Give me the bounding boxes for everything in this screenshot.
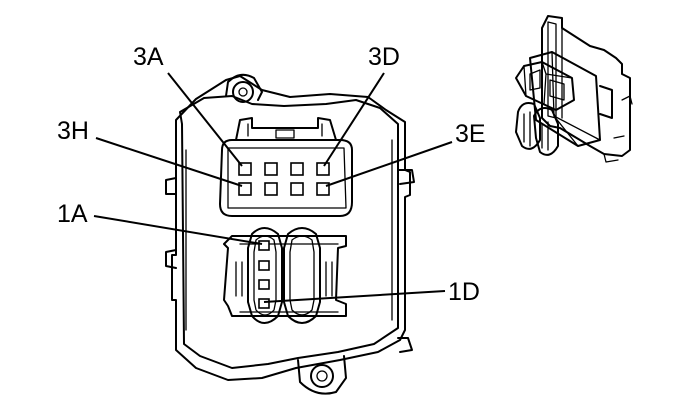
pin-3g xyxy=(264,182,278,196)
main-connector-housing xyxy=(165,73,415,395)
pin-1d xyxy=(258,298,270,309)
inset-connector-3d-view xyxy=(515,15,633,163)
pin-1a xyxy=(258,240,270,251)
label-3e: 3E xyxy=(455,120,486,148)
leader-1a xyxy=(93,215,263,245)
pin-labels: 3A 3D 3H 3E 1A 1D xyxy=(57,43,486,306)
pin-3c xyxy=(290,162,304,176)
leader-1d xyxy=(263,290,446,303)
label-3h: 3H xyxy=(57,117,89,145)
leader-3d xyxy=(323,72,385,167)
label-1d: 1D xyxy=(448,278,480,306)
pin-3b xyxy=(264,162,278,176)
upper-8-pin-cavity xyxy=(219,117,353,217)
leader-lines xyxy=(93,72,453,303)
leader-3h xyxy=(95,137,243,187)
label-3d: 3D xyxy=(368,43,400,71)
pin-1c xyxy=(258,279,270,290)
label-3a: 3A xyxy=(133,43,164,71)
leader-3e xyxy=(325,141,453,187)
lower-dual-cavity xyxy=(223,227,347,324)
pin-1b xyxy=(258,260,270,271)
pin-3d xyxy=(316,162,330,176)
leader-3a xyxy=(167,72,243,167)
label-1a: 1A xyxy=(57,200,88,228)
pin-3f xyxy=(290,182,304,196)
